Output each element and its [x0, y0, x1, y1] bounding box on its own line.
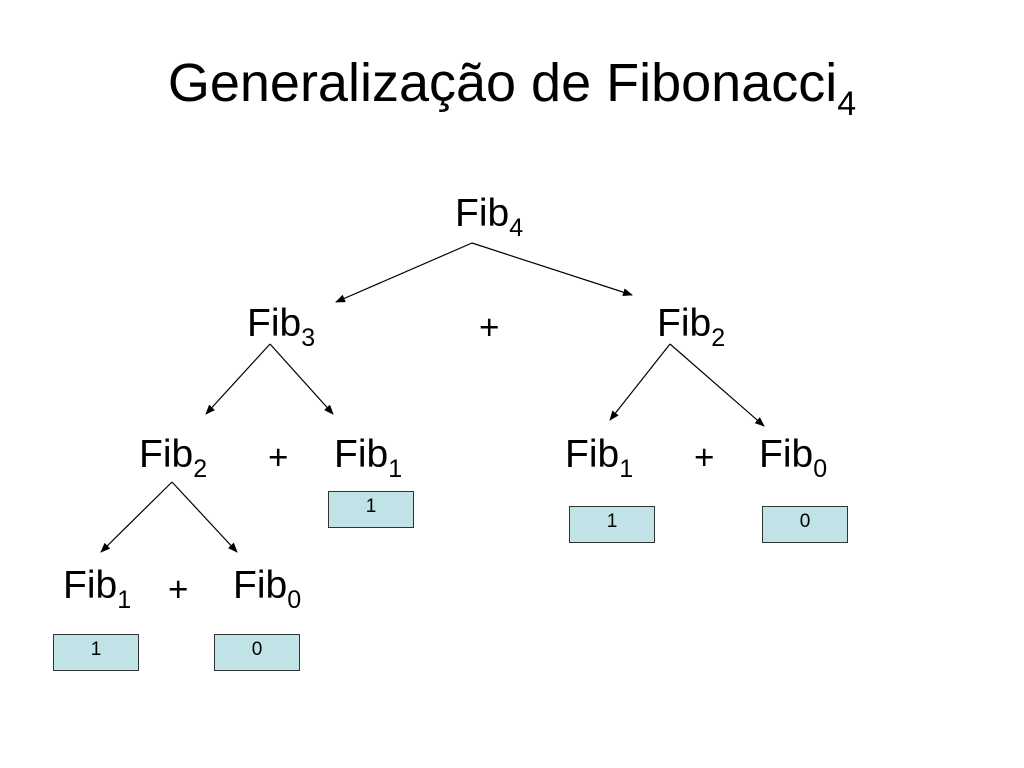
- edge-fib2b-fib1: [100, 481, 173, 553]
- node-fib1-right: Fib1: [565, 433, 634, 483]
- value-box-fib1-right: 1: [569, 506, 655, 543]
- node-fib1-bottom-subscript: 1: [117, 586, 132, 614]
- edge-fib2-fib1: [609, 343, 671, 421]
- value-box-fib1-bottom: 1: [53, 634, 139, 671]
- node-fib0-right: Fib0: [759, 433, 828, 483]
- title-text: Generalização de Fibonacci: [167, 53, 838, 113]
- edge-fib2b-fib0: [171, 481, 238, 553]
- node-fib2-right: Fib2: [657, 302, 726, 352]
- plus-operator-level2-right: +: [694, 438, 715, 477]
- edge-fib2-fib0: [669, 343, 765, 427]
- node-fib3: Fib3: [247, 302, 316, 352]
- edge-fib3-fib1: [269, 343, 334, 415]
- node-fib0-bottom-subscript: 0: [287, 586, 302, 614]
- node-fib2-left-subscript: 2: [193, 455, 208, 483]
- node-fib2-right-subscript: 2: [711, 324, 726, 352]
- edge-fib4-fib3: [335, 242, 473, 303]
- plus-operator-level3: +: [168, 570, 189, 609]
- node-fib1-mid-subscript: 1: [388, 455, 403, 483]
- slide-title: Generalização de Fibonacci4: [0, 56, 1024, 121]
- plus-operator-level2-left: +: [268, 438, 289, 477]
- plus-operator-level1: +: [479, 308, 500, 347]
- edge-fib3-fib2: [205, 343, 271, 415]
- value-box-fib0-bottom: 0: [214, 634, 300, 671]
- edge-fib4-fib2: [471, 242, 633, 297]
- node-fib0-bottom: Fib0: [233, 564, 302, 614]
- node-fib1-mid: Fib1: [334, 433, 403, 483]
- node-fib1-right-subscript: 1: [619, 455, 634, 483]
- node-fib2-left: Fib2: [139, 433, 208, 483]
- node-fib1-bottom: Fib1: [63, 564, 132, 614]
- title-subscript: 4: [837, 85, 857, 123]
- node-fib4: Fib4: [455, 192, 524, 242]
- value-box-fib1-mid: 1: [328, 491, 414, 528]
- value-box-fib0-right: 0: [762, 506, 848, 543]
- node-fib4-subscript: 4: [509, 214, 524, 242]
- node-fib0-right-subscript: 0: [813, 455, 828, 483]
- node-fib3-subscript: 3: [301, 324, 316, 352]
